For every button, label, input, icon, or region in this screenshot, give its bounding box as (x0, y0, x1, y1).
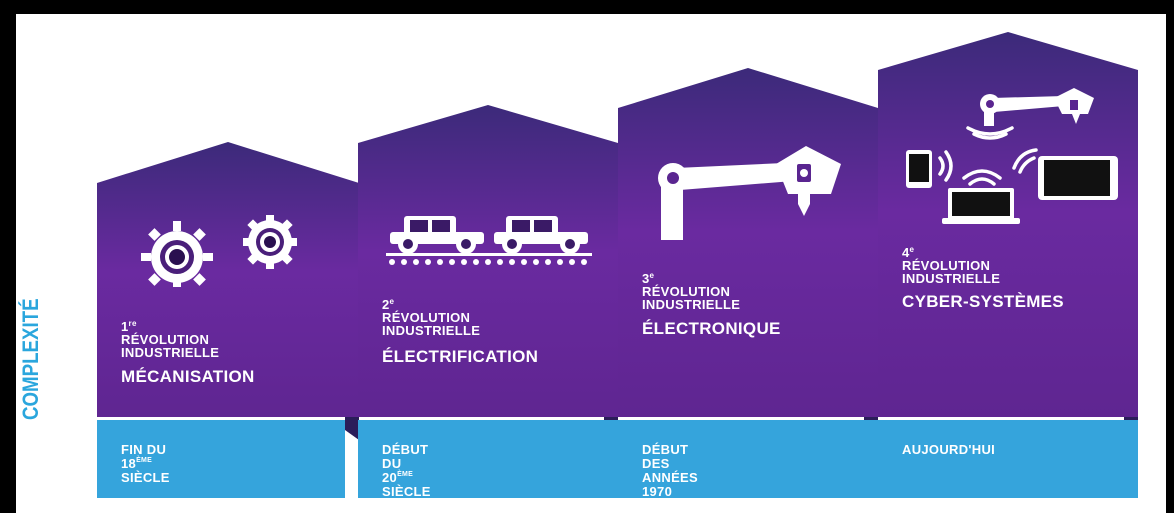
revolution-3-title: ÉLECTRONIQUE (642, 319, 781, 338)
revolution-1-line1: RÉVOLUTION (121, 332, 210, 347)
revolution-1-title: MÉCANISATION (121, 367, 255, 386)
revolution-3-line1: RÉVOLUTION (642, 284, 731, 299)
revolution-1-date-sup: ÈME (136, 457, 153, 464)
revolution-4-date-box (878, 420, 1138, 498)
revolution-2-number: 2 (382, 297, 390, 312)
revolution-4-line2: INDUSTRIELLE (902, 271, 1001, 286)
revolution-4-number: 4 (902, 245, 910, 260)
revolution-1-arrow (97, 142, 359, 440)
revolution-3-label: 3e RÉVOLUTION INDUSTRIELLE (642, 271, 741, 312)
revolution-3-line2: INDUSTRIELLE (642, 297, 741, 312)
revolution-1-number: 1 (121, 319, 129, 334)
revolution-2-date-sup: ÈME (397, 471, 414, 478)
revolution-3-number: 3 (642, 271, 650, 286)
revolution-2-date-rest: SIÈCLE (382, 484, 431, 499)
revolution-4-title: CYBER-SYSTÈMES (902, 292, 1064, 311)
revolution-3-date-line1: DÉBUT DES (642, 442, 689, 471)
revolution-1-suffix: re (128, 319, 137, 328)
revolution-2-line2: INDUSTRIELLE (382, 323, 481, 338)
complexity-axis-label: COMPLEXITÉ (18, 298, 43, 420)
robot-arm-icon (658, 146, 841, 240)
revolution-2-date-line1: DÉBUT DU (382, 442, 429, 471)
revolution-4-date: AUJOURD'HUI (902, 443, 995, 457)
revolution-1-date-rest: SIÈCLE (121, 470, 170, 485)
connected-devices-icon (906, 88, 1118, 224)
revolution-2-date: DÉBUT DU 20ÈME SIÈCLE (382, 443, 431, 499)
revolution-3-date: DÉBUT DES ANNÉES 1970 (642, 443, 698, 499)
revolution-4-line1: RÉVOLUTION (902, 258, 991, 273)
revolution-2-line1: RÉVOLUTION (382, 310, 471, 325)
revolution-4-label: 4e RÉVOLUTION INDUSTRIELLE (902, 245, 1001, 286)
revolution-1-label: 1re RÉVOLUTION INDUSTRIELLE (121, 319, 220, 360)
revolution-1-date-line1: FIN DU (121, 442, 167, 457)
assembly-line-cars-icon (386, 216, 592, 265)
revolution-2-title: ÉLECTRIFICATION (382, 347, 539, 366)
revolution-3-suffix: e (649, 271, 655, 280)
revolution-4-suffix: e (909, 245, 915, 254)
revolution-2-suffix: e (389, 297, 395, 306)
revolution-1-date: FIN DU 18ÈME SIÈCLE (121, 443, 170, 485)
revolution-1-date-num: 18 (121, 456, 137, 471)
revolution-1-line2: INDUSTRIELLE (121, 345, 220, 360)
revolution-3-date-line2: ANNÉES 1970 (642, 470, 698, 499)
revolution-2-date-num: 20 (382, 470, 398, 485)
revolution-2-date-box (358, 420, 618, 498)
revolution-1-date-box (97, 420, 345, 498)
revolution-3-date-box (618, 420, 878, 498)
revolution-2-label: 2e RÉVOLUTION INDUSTRIELLE (382, 297, 481, 338)
revolution-4-date-line1: AUJOURD'HUI (902, 442, 996, 457)
gears-icon (141, 215, 297, 287)
